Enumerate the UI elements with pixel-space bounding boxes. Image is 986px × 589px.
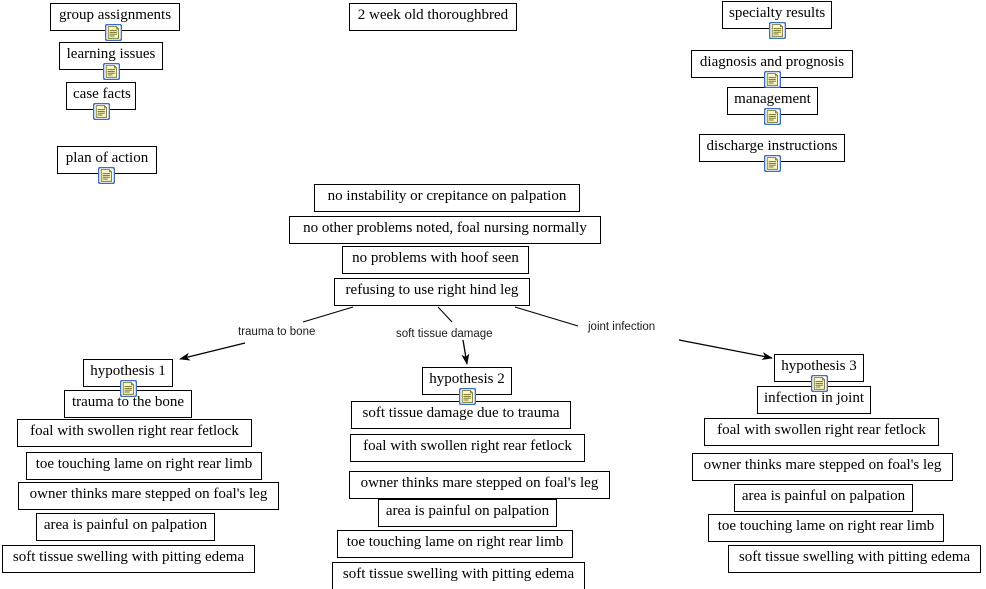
document-icon[interactable] <box>105 24 122 41</box>
node-no-instability[interactable]: no instability or crepitance on palpatio… <box>314 184 580 212</box>
node-label: management <box>734 91 811 107</box>
node-h1-toe-touching[interactable]: toe touching lame on right rear limb <box>26 452 262 480</box>
node-label: toe touching lame on right rear limb <box>717 518 935 534</box>
node-label: owner thinks mare stepped on foal's leg <box>703 457 942 473</box>
node-h3-owner-thinks[interactable]: owner thinks mare stepped on foal's leg <box>692 453 953 481</box>
edge-label-trauma-to-bone: trauma to bone <box>238 326 316 338</box>
node-label: no instability or crepitance on palpatio… <box>327 188 567 204</box>
document-icon[interactable] <box>769 22 786 39</box>
node-label: no other problems noted, foal nursing no… <box>303 220 587 236</box>
node-h2-soft-tissue-swelling[interactable]: soft tissue swelling with pitting edema <box>332 562 585 589</box>
node-label: trauma to the bone <box>71 394 185 410</box>
node-h3-fetlock[interactable]: foal with swollen right rear fetlock <box>704 418 939 446</box>
node-label: area is painful on palpation <box>385 503 550 519</box>
node-label: plan of action <box>65 150 149 166</box>
node-label: hypothesis 3 <box>781 358 857 374</box>
node-label: area is painful on palpation <box>741 488 906 504</box>
node-h1-owner-thinks[interactable]: owner thinks mare stepped on foal's leg <box>18 482 279 510</box>
node-h3-area-painful[interactable]: area is painful on palpation <box>734 484 913 512</box>
node-h3-toe-touching[interactable]: toe touching lame on right rear limb <box>708 514 944 542</box>
node-label: foal with swollen right rear fetlock <box>717 422 926 438</box>
node-label: area is painful on palpation <box>43 517 208 533</box>
node-two-week-old-thoroughbred[interactable]: 2 week old thoroughbred <box>349 3 517 31</box>
node-refusing-right-hind-leg[interactable]: refusing to use right hind leg <box>334 278 530 306</box>
node-label: owner thinks mare stepped on foal's leg <box>29 486 268 502</box>
document-icon[interactable] <box>120 380 137 397</box>
node-hypothesis-3[interactable]: hypothesis 3 <box>774 354 864 382</box>
document-icon[interactable] <box>764 108 781 125</box>
edge-refusing-to-hypothesis-1 <box>179 342 246 361</box>
node-label: discharge instructions <box>706 138 838 154</box>
document-icon[interactable] <box>764 71 781 88</box>
node-h3-soft-tissue-swelling[interactable]: soft tissue swelling with pitting edema <box>728 545 981 573</box>
node-label: soft tissue swelling with pitting edema <box>342 566 575 582</box>
node-label: foal with swollen right rear fetlock <box>363 438 572 454</box>
node-label: hypothesis 2 <box>429 371 505 387</box>
node-label: soft tissue swelling with pitting edema <box>738 549 971 565</box>
document-icon[interactable] <box>764 155 781 172</box>
edge-label-soft-tissue-damage: soft tissue damage <box>396 328 493 340</box>
node-h2-fetlock[interactable]: foal with swollen right rear fetlock <box>350 434 585 462</box>
document-icon[interactable] <box>103 63 120 80</box>
node-label: soft tissue damage due to trauma <box>362 405 560 421</box>
document-icon[interactable] <box>98 167 115 184</box>
document-icon[interactable] <box>459 388 476 405</box>
node-h1-soft-tissue-swelling[interactable]: soft tissue swelling with pitting edema <box>2 545 255 573</box>
node-label: toe touching lame on right rear limb <box>35 456 253 472</box>
node-soft-tissue-damage-trauma[interactable]: soft tissue damage due to trauma <box>351 401 571 429</box>
document-icon[interactable] <box>93 103 110 120</box>
node-h1-fetlock[interactable]: foal with swollen right rear fetlock <box>17 419 252 447</box>
edge-refusing-to-hypothesis-3 <box>678 339 773 361</box>
node-label: no problems with hoof seen <box>352 250 519 266</box>
node-label: refusing to use right hind leg <box>345 282 519 298</box>
node-label: diagnosis and prognosis <box>699 54 845 70</box>
node-label: infection in joint <box>764 390 864 406</box>
document-icon[interactable] <box>811 375 828 392</box>
node-learning-issues[interactable]: learning issues <box>59 42 163 70</box>
edge-refusing-to-hypothesis-2 <box>461 339 470 365</box>
edge-label-joint-infection: joint infection <box>588 321 656 333</box>
node-label: case facts <box>73 86 131 102</box>
node-h2-owner-thinks[interactable]: owner thinks mare stepped on foal's leg <box>349 471 610 499</box>
edge-refusing-to-soft-tissue-stub <box>437 306 453 323</box>
node-label: specialty results <box>729 5 826 21</box>
node-label: toe touching lame on right rear limb <box>346 534 564 550</box>
node-label: 2 week old thoroughbred <box>357 7 509 23</box>
node-label: owner thinks mare stepped on foal's leg <box>360 475 599 491</box>
node-h2-area-painful[interactable]: area is painful on palpation <box>378 499 557 527</box>
node-no-problems-hoof[interactable]: no problems with hoof seen <box>342 246 529 274</box>
node-no-other-problems[interactable]: no other problems noted, foal nursing no… <box>289 216 601 244</box>
node-h1-area-painful[interactable]: area is painful on palpation <box>36 513 215 541</box>
node-label: group assignments <box>58 7 172 23</box>
node-label: foal with swollen right rear fetlock <box>30 423 239 439</box>
node-label: soft tissue swelling with pitting edema <box>12 549 245 565</box>
node-label: learning issues <box>66 46 156 62</box>
edge-refusing-to-joint-infection-stub <box>514 306 579 327</box>
node-h2-toe-touching[interactable]: toe touching lame on right rear limb <box>337 530 573 558</box>
node-label: hypothesis 1 <box>90 363 166 379</box>
edge-refusing-to-trauma-stub <box>302 306 354 323</box>
